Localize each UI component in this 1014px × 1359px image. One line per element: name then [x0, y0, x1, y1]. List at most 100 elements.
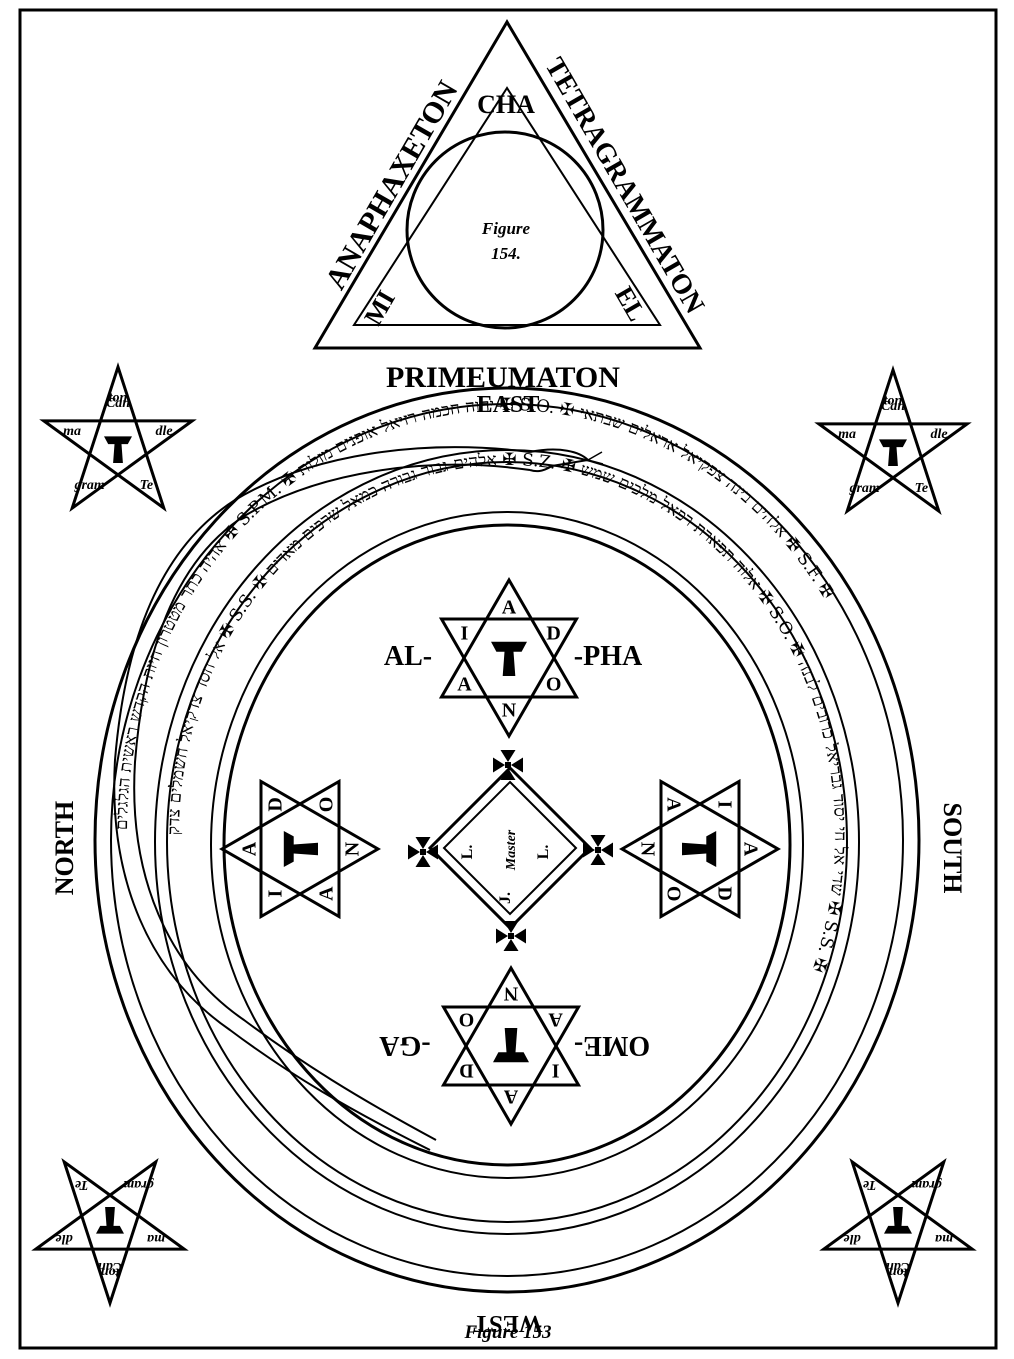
north-label: NORTH [50, 801, 79, 895]
triangle-circle [405, 130, 605, 330]
alpha-left-label: AL- [384, 641, 432, 672]
pentacle-word: gram [848, 481, 879, 496]
pentacle-word: gram [73, 478, 104, 493]
hexagram-letter: D [714, 886, 736, 900]
tau-cross-icon [491, 641, 527, 676]
hexagram-letter: A [316, 886, 338, 901]
central-diamond: Master L. L. J. [427, 765, 593, 931]
pentacle-word: gram [123, 1177, 154, 1192]
cross-pattee-icon [583, 835, 613, 865]
pentacle-word: Can [106, 396, 130, 411]
ring-4 [166, 461, 848, 1223]
ring-1 [93, 386, 921, 1294]
pentagram-star [819, 1157, 977, 1308]
figure-154-label: Figure [481, 219, 531, 238]
alpha-right-label: -PHA [574, 641, 643, 672]
hexagram-letter: I [264, 889, 286, 897]
pentacle-word: Te [915, 481, 928, 496]
pentacle-word: ma [147, 1231, 165, 1246]
cross-pattee-icon [496, 921, 526, 951]
tau-cross-icon [879, 439, 907, 466]
tau-cross-icon [283, 831, 318, 867]
top-triangle: ANAPHAXETON TETRAGRAMMATON CHA MI EL Fig… [312, 19, 710, 350]
serpent-head [529, 448, 591, 473]
west-label: WEST [473, 1310, 542, 1336]
hexagram-triangle-down [440, 964, 582, 1087]
ring-5 [210, 511, 804, 1179]
hexagram-letter: O [316, 797, 338, 813]
hexagram-letter: A [239, 841, 261, 856]
pentacle-word: dle [843, 1231, 860, 1246]
pentacle-word: gram [911, 1177, 942, 1192]
tau-cross-icon [884, 1207, 912, 1234]
triangle-left-inner: MI [358, 285, 400, 330]
south-label: SOUTH [938, 802, 967, 893]
cross-pattee-icon [408, 837, 438, 867]
hexagram-triangle-up [659, 778, 782, 920]
pentagram-star [814, 365, 972, 516]
pentacle-group: CandleTegrammatonCandleTegrammatonCandle… [31, 362, 977, 1308]
diamond-letter-bottom: J. [497, 892, 514, 904]
hexagram-letter: A [548, 1008, 563, 1030]
pentacle-word: Te [863, 1177, 876, 1192]
serpent [113, 446, 604, 1151]
pentacle-word: ma [63, 424, 81, 439]
figure-153-caption: Figure 153 [463, 1322, 551, 1343]
hexagram-triangle-down [438, 617, 580, 740]
cross-group [408, 750, 613, 951]
ring-6 [222, 523, 792, 1167]
omega-left-label: OME- [574, 1030, 650, 1061]
tau-cross-icon [96, 1207, 124, 1234]
page-frame [18, 8, 998, 1350]
hexagram-letter: I [461, 622, 469, 644]
hexagram-letter: N [342, 841, 364, 856]
hexagram-letter: A [503, 1086, 518, 1108]
pentacle-word: Can [881, 399, 905, 414]
pentacle-word: dle [155, 424, 172, 439]
diamond-letter-left: L. [459, 845, 476, 860]
pentacle-word: ton [109, 391, 128, 406]
hexagram-triangle-up [440, 1005, 582, 1128]
hexagram-letter: D [459, 1060, 473, 1082]
hexagram-triangle-up [438, 576, 580, 699]
diamond-letter-right: L. [535, 845, 552, 860]
hexagram-triangle-down [618, 778, 741, 920]
triangle-outer [312, 19, 703, 350]
figure-154-number: 154. [491, 244, 521, 263]
omega-right-label: -GA [379, 1030, 431, 1061]
hexagram-letter: A [740, 842, 762, 857]
serpent-body [113, 446, 531, 1151]
cross-pattee-icon [493, 750, 523, 780]
triangle-right-inner: EL [609, 281, 651, 326]
pentacle-word: ton [888, 1264, 907, 1279]
pentacle-word: ton [100, 1264, 119, 1279]
pentagram-star [31, 1157, 189, 1308]
pentacle-word: Can [98, 1259, 122, 1274]
pentacle-word: Te [75, 1177, 88, 1192]
hexagram-letter: A [502, 597, 517, 619]
ring-2 [110, 403, 904, 1277]
hexagram-letter: N [637, 842, 659, 857]
tau-cross-icon [104, 436, 132, 463]
pentacle-word: ton [884, 394, 903, 409]
tau-cross-icon [682, 831, 717, 867]
concentric-rings [93, 386, 921, 1294]
pentacle-word: ma [838, 427, 856, 442]
triangle-right-word: TETRAGRAMMATON [538, 52, 710, 319]
serpent-body-inner [133, 463, 531, 1141]
hexagram-letter: N [503, 983, 518, 1005]
hexagram-triangle-up [218, 778, 341, 920]
hexagram-letter: O [662, 886, 684, 902]
pentacle-word: ma [935, 1231, 953, 1246]
hexagram-letter: O [546, 674, 562, 696]
triangle-inner [352, 86, 662, 326]
